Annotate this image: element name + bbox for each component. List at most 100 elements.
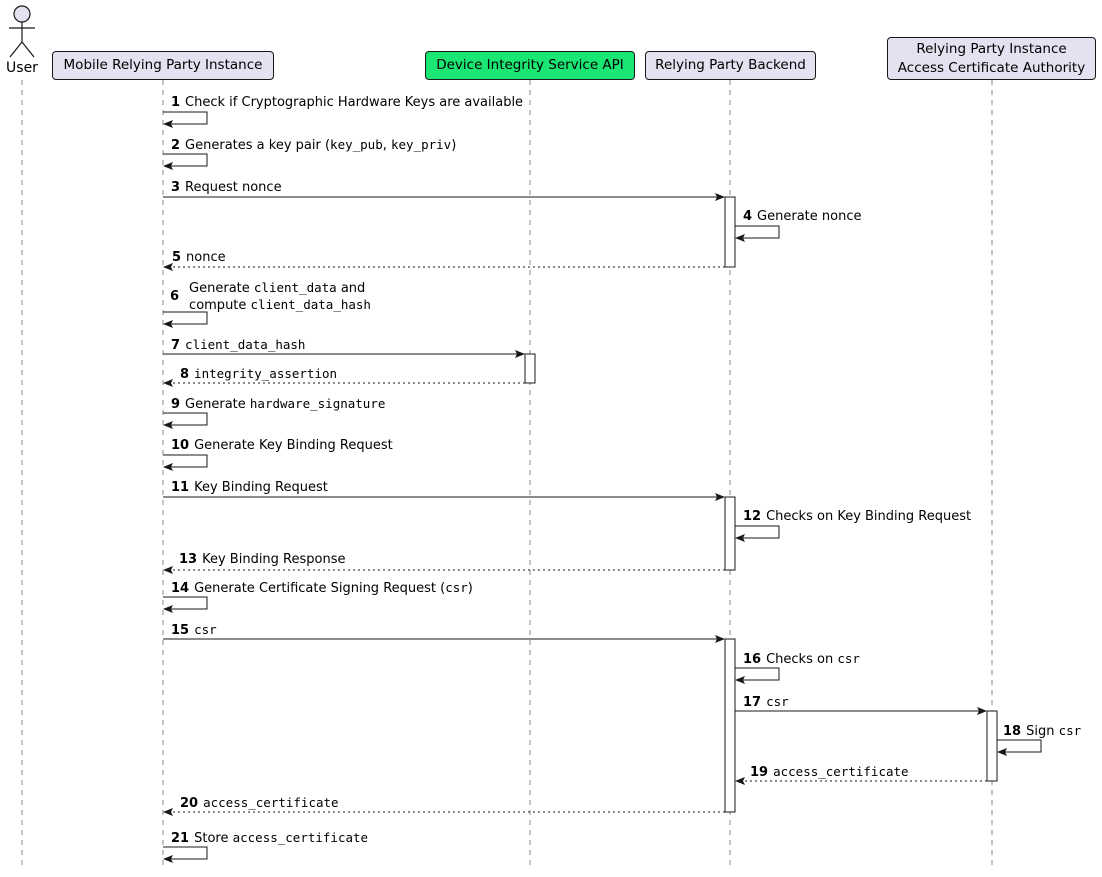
message-text: Check if Cryptographic Hardware Keys are… [185, 95, 524, 110]
message-15-arrow-arrowhead-icon [715, 635, 725, 643]
message-code-text: csr [1058, 723, 1082, 738]
user-actor-icon [21, 41, 35, 58]
message-6-arrow-arrowhead-icon [163, 320, 173, 328]
message-2-arrow-arrowhead-icon [163, 162, 173, 170]
message-text: Request nonce [185, 180, 282, 195]
message-14-arrow-arrowhead-icon [163, 605, 173, 613]
message-code-text: csr [766, 694, 789, 709]
message-2-arrow [163, 153, 208, 167]
message-text: compute [189, 298, 251, 313]
message-4-arrow [735, 225, 780, 239]
message-text: Generate Certificate Signing Request ( [194, 581, 446, 596]
message-14-arrow [163, 596, 208, 610]
message-7-arrow-arrowhead-icon [515, 350, 525, 358]
message-19-arrow-arrowhead-icon [735, 777, 745, 785]
message-11-arrow-arrowhead-icon [715, 493, 725, 501]
message-text: , [382, 138, 391, 153]
message-9-arrow [163, 412, 208, 426]
message-text: ) [451, 138, 457, 153]
message-text: Checks on [766, 652, 838, 667]
participant-label: Mobile Relying Party Instance [63, 57, 263, 74]
message-code-text: client_data_hash [185, 337, 306, 352]
message-10-arrow [163, 454, 208, 468]
actor-user-label: User [6, 60, 38, 76]
message-1-arrow-arrowhead-icon [163, 120, 173, 128]
message-text: Store [194, 831, 233, 846]
message-20-arrow-arrowhead-icon [163, 808, 173, 816]
activation-bar [724, 496, 736, 571]
message-text: Key Binding Request [194, 480, 328, 495]
message-code-text: hardware_signature [249, 396, 386, 411]
message-code-text: csr [837, 651, 860, 666]
message-12-arrow [735, 525, 780, 539]
message-code-text: key_priv [391, 137, 452, 152]
message-text: ) [467, 581, 473, 596]
participant-mobile-relying-party-instance: Mobile Relying Party Instance [52, 51, 274, 80]
message-16-arrow [735, 667, 780, 681]
message-code-text: csr [194, 622, 217, 637]
message-3-arrow-arrowhead-icon [715, 193, 725, 201]
message-8-arrow-arrowhead-icon [163, 379, 173, 387]
message-12-arrow-arrowhead-icon [735, 534, 745, 542]
activation-bar [524, 353, 536, 384]
message-17-arrow-arrowhead-icon [977, 707, 987, 715]
message-text: and [336, 281, 366, 296]
message-5-arrow-arrowhead-icon [163, 263, 173, 271]
participant-label: Device Integrity Service API [436, 57, 624, 74]
message-text: Generate [189, 281, 254, 296]
message-13-arrow-arrowhead-icon [163, 566, 173, 574]
message-4-arrow-arrowhead-icon [735, 234, 745, 242]
message-18-arrow [997, 739, 1042, 753]
message-text: Generate [185, 397, 250, 412]
message-code-text: client_data [253, 280, 337, 295]
participant-device-integrity-service-api: Device Integrity Service API [425, 51, 635, 80]
message-code-text: access_certificate [773, 764, 909, 779]
message-18-arrow-arrowhead-icon [997, 748, 1007, 756]
message-code-text: access_certificate [232, 830, 369, 845]
message-9-arrow-arrowhead-icon [163, 421, 173, 429]
message-text: Key Binding Response [202, 552, 346, 567]
message-code-text: csr [445, 580, 468, 595]
activation-bar [986, 710, 998, 782]
message-10-arrow-arrowhead-icon [163, 463, 173, 471]
message-code-text: key_pub [330, 137, 383, 152]
message-6-arrow [163, 311, 208, 325]
message-text: Sign [1026, 724, 1059, 739]
message-text: Generate Key Binding Request [194, 438, 393, 453]
message-code-text: integrity_assertion [194, 366, 338, 381]
message-code-text: access_certificate [203, 795, 339, 810]
activation-bar [724, 196, 736, 268]
message-text: Checks on Key Binding Request [766, 509, 972, 524]
user-actor-icon [9, 41, 23, 58]
activation-bar [724, 638, 736, 813]
participant-label: Relying Party Backend [655, 57, 806, 74]
message-text: nonce [186, 250, 226, 265]
message-code-text: client_data_hash [250, 297, 371, 312]
message-21-arrow-arrowhead-icon [163, 855, 173, 863]
message-16-arrow-arrowhead-icon [735, 676, 745, 684]
